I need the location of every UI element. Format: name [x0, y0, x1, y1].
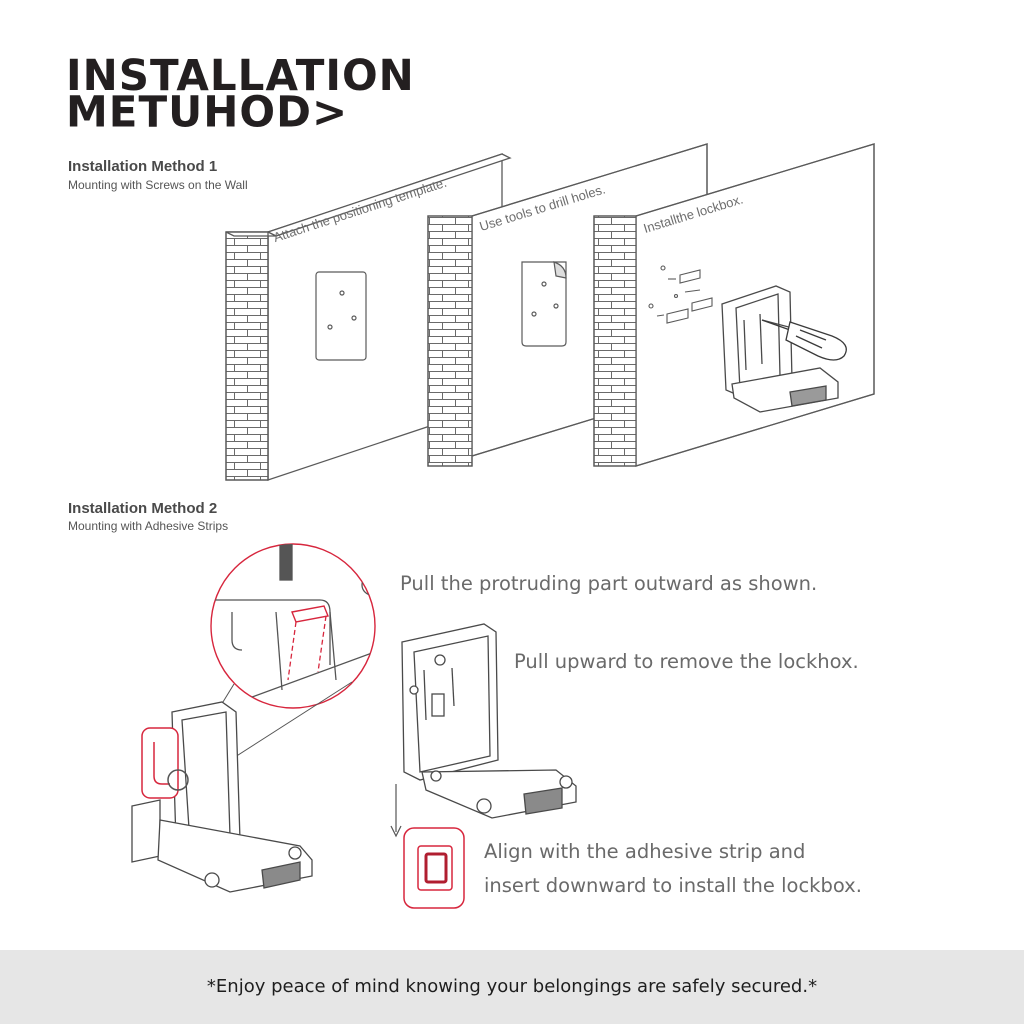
method-2-step-1-caption: Pull the protruding part outward as show…	[400, 567, 817, 601]
method-2-heading: Installation Method 2	[68, 500, 218, 517]
method-1-heading: Installation Method 1	[68, 158, 218, 175]
lockbox-mounted	[721, 285, 839, 413]
adhesive-strip-icon	[403, 827, 465, 909]
screwdriver-icon	[761, 319, 847, 361]
method-2-subheading: Mounting with Adhesive Strips	[68, 519, 229, 533]
method-2-step-2-text: Pull upward to remove the lockhox.	[514, 650, 859, 673]
footer-banner: *Enjoy peace of mind knowing your belong…	[0, 950, 1024, 1024]
method-2-step-1-text: Pull the protruding part outward as show…	[400, 572, 818, 595]
method-2-step-2-caption: Pull upward to remove the lockhox.	[514, 645, 859, 679]
page-title: INSTALLATION METUHOD>	[66, 50, 415, 137]
installation-illustrations	[131, 143, 875, 909]
screws-and-anchors	[648, 265, 713, 324]
method-2-step-3-caption: Align with the adhesive strip and insert…	[484, 835, 862, 903]
footer-text: *Enjoy peace of mind knowing your belong…	[206, 976, 818, 997]
page-title-line-1: INSTALLATION	[66, 50, 415, 101]
method-2-step-3-text-line-1: Align with the adhesive strip and	[484, 840, 806, 863]
lockbox-open-middle	[401, 623, 577, 819]
method-2-step-3-text-line-2: insert downward to install the lockbox.	[484, 874, 862, 897]
arrow-down-icon	[390, 784, 402, 838]
page-title-line-2: METUHOD>	[66, 86, 349, 137]
drilled-template	[521, 261, 567, 347]
magnifier-circle	[210, 543, 376, 709]
red-highlight-left	[141, 727, 189, 799]
method-1-subheading: Mounting with Screws on the Wall	[68, 178, 248, 192]
positioning-template	[315, 271, 367, 361]
lockbox-open-left	[131, 701, 313, 893]
